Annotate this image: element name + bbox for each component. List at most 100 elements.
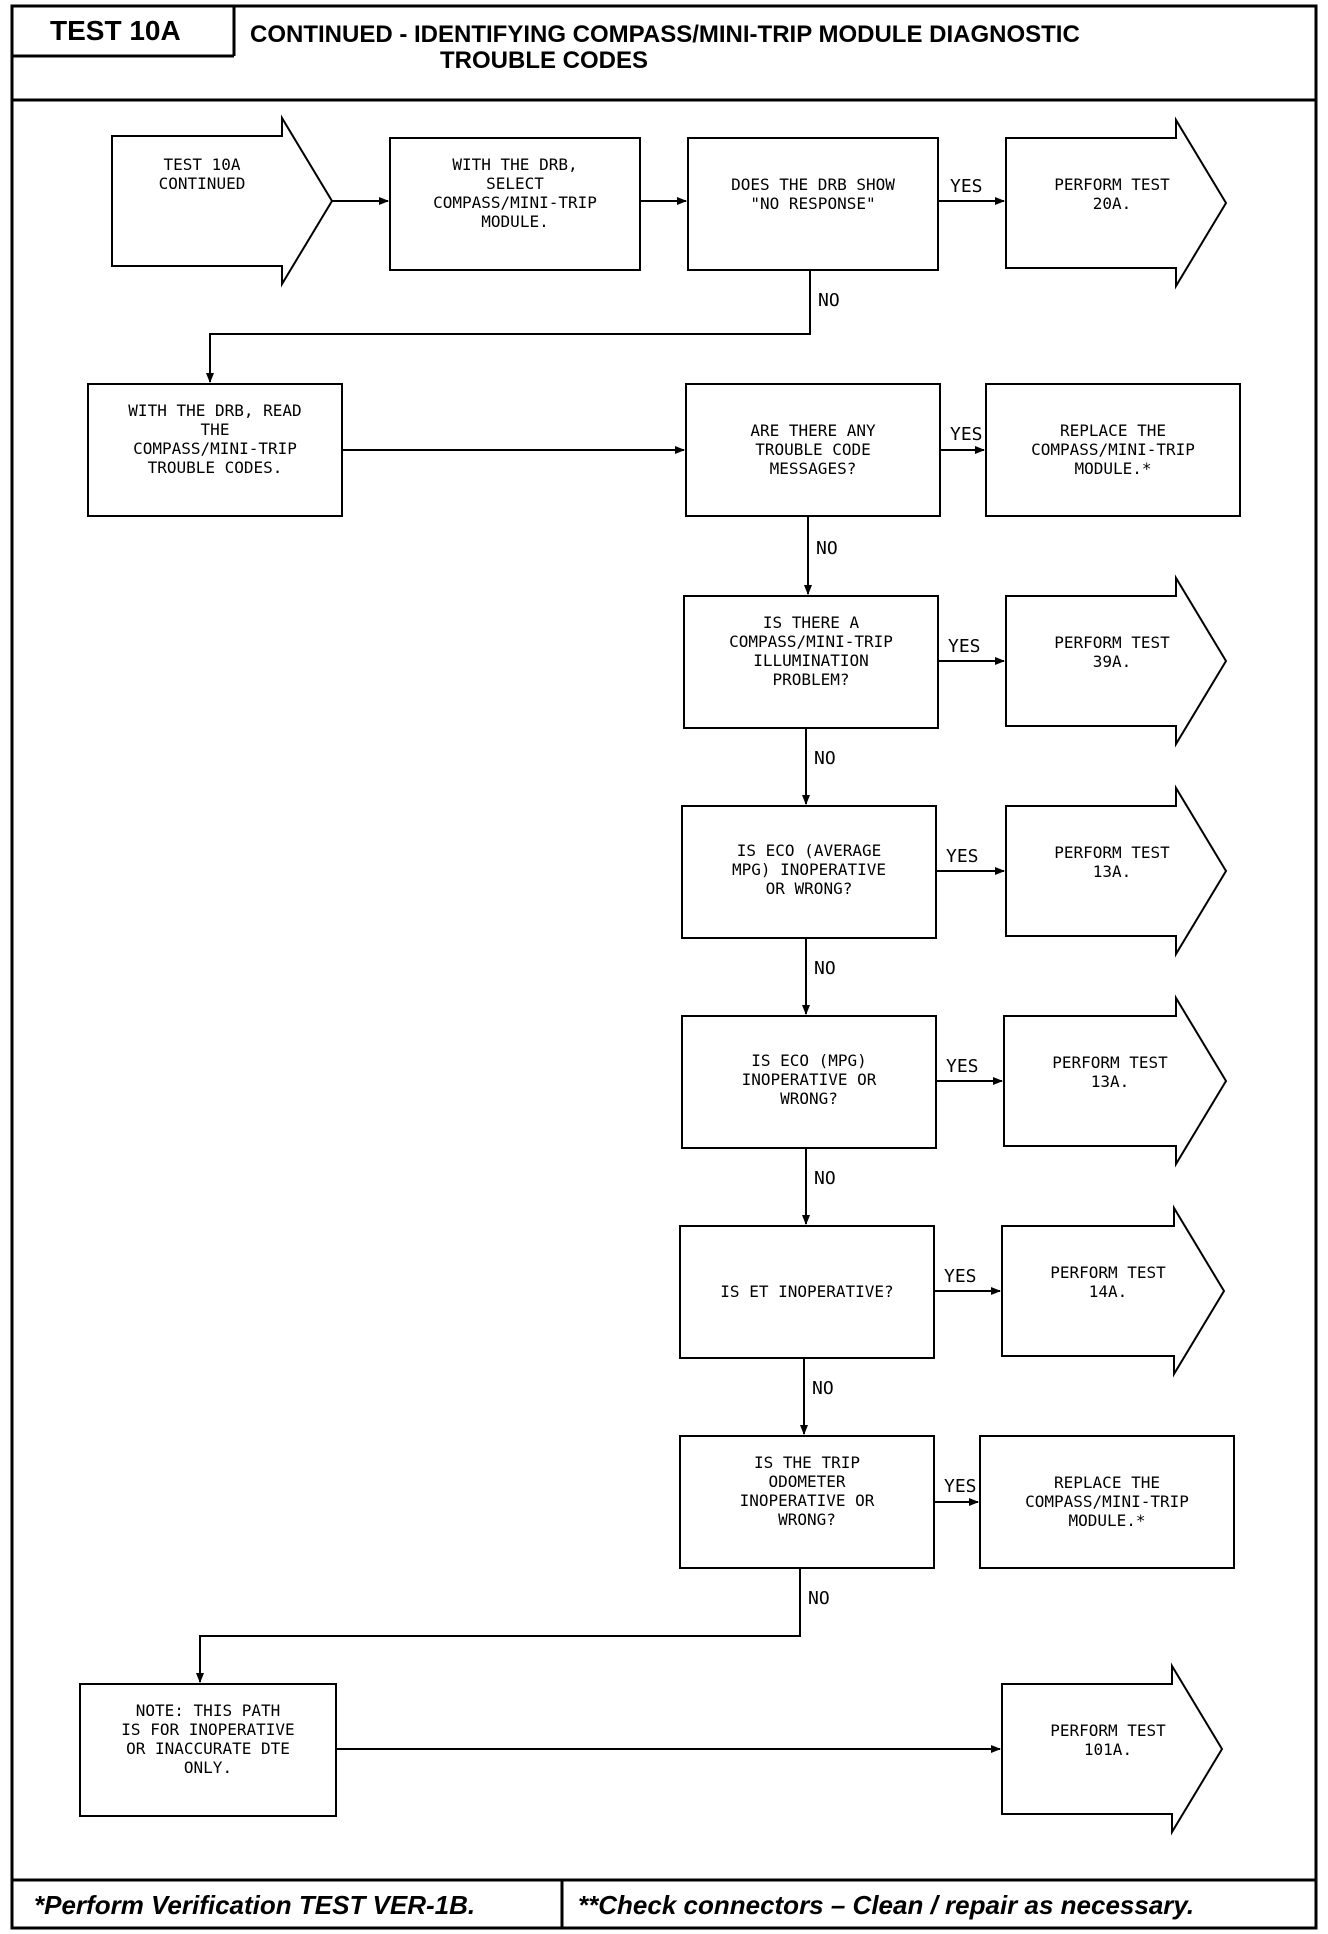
replace-module-box-1 — [985, 383, 1241, 517]
header-title-line1: CONTINUED - IDENTIFYING COMPASS/MINI-TRI… — [250, 21, 1080, 48]
footer-right-note: **Check connectors – Clean / repair as n… — [578, 1890, 1194, 1920]
r-13a-1-line-2: 13A. — [1093, 862, 1132, 881]
et-question-box — [679, 1225, 935, 1359]
q-trip-line-2: ODOMETER — [768, 1472, 845, 1491]
page-frame — [10, 4, 1318, 1930]
note-line-2: IS FOR INOPERATIVE — [121, 1720, 294, 1739]
q-trouble-line-3: MESSAGES? — [770, 459, 857, 478]
r-13a-2-line-1: PERFORM TEST — [1052, 1053, 1168, 1072]
yes-label-3: YES — [948, 636, 981, 657]
no-label-3: NO — [814, 748, 836, 769]
r-replace1-line-2: COMPASS/MINI-TRIP — [1031, 440, 1195, 459]
r-20a-line-1: PERFORM TEST — [1054, 175, 1170, 194]
read-codes-line-3: COMPASS/MINI-TRIP — [133, 439, 297, 458]
trip-odometer-question-box — [679, 1435, 935, 1569]
q-eco-avg-line-1: IS ECO (AVERAGE — [737, 841, 882, 860]
q-illum-line-4: PROBLEM? — [772, 670, 849, 689]
q-et-line-1: IS ET INOPERATIVE? — [720, 1282, 893, 1301]
yes-label-2: YES — [950, 424, 983, 445]
r-replace2-line-3: MODULE.* — [1068, 1511, 1145, 1530]
trouble-codes-question-box — [685, 383, 941, 517]
result-test-13a-arrow-1 — [1005, 784, 1228, 958]
connector-no-to-note — [196, 1568, 801, 1683]
yes-label-5: YES — [946, 1056, 979, 1077]
q-no-response-line-2: "NO RESPONSE" — [750, 194, 875, 213]
r-39a-line-1: PERFORM TEST — [1054, 633, 1170, 652]
yes-label-6: YES — [944, 1266, 977, 1287]
r-13a-1-line-1: PERFORM TEST — [1054, 843, 1170, 862]
q-eco-avg-line-2: MPG) INOPERATIVE — [732, 860, 886, 879]
note-dte-box — [79, 1683, 337, 1817]
q-trip-line-1: IS THE TRIP — [754, 1453, 860, 1472]
et-question-text: IS ET INOPERATIVE? — [720, 1282, 893, 1301]
select-module-box — [389, 137, 641, 271]
read-codes-line-2: THE — [201, 420, 230, 439]
no-label-7: NO — [808, 1588, 830, 1609]
result-test-13a-arrow-2 — [1003, 994, 1228, 1168]
r-101a-line-1: PERFORM TEST — [1050, 1721, 1166, 1740]
illumination-question-box — [683, 595, 939, 729]
no-label-2: NO — [816, 538, 838, 559]
result-test-39a-arrow — [1005, 574, 1228, 748]
r-replace2-line-2: COMPASS/MINI-TRIP — [1025, 1492, 1189, 1511]
result-test-14a-arrow — [1001, 1204, 1226, 1378]
result-test-101a-arrow — [1001, 1662, 1224, 1836]
r-14a-line-1: PERFORM TEST — [1050, 1263, 1166, 1282]
select-line-2: SELECT — [486, 174, 544, 193]
select-line-1: WITH THE DRB, — [452, 155, 577, 174]
read-codes-line-4: TROUBLE CODES. — [148, 458, 283, 477]
result-test-20a-arrow — [1005, 116, 1228, 290]
r-replace1-line-3: MODULE.* — [1074, 459, 1151, 478]
q-trouble-line-1: ARE THERE ANY — [750, 421, 876, 440]
connector-no-to-read-codes — [206, 270, 811, 383]
r-replace1-line-1: REPLACE THE — [1060, 421, 1166, 440]
no-label-6: NO — [812, 1378, 834, 1399]
no-label-1: NO — [818, 290, 840, 311]
no-response-question-text: DOES THE DRB SHOW"NO RESPONSE" — [731, 175, 895, 213]
q-illum-line-2: COMPASS/MINI-TRIP — [729, 632, 893, 651]
r-13a-2-line-2: 13A. — [1091, 1072, 1130, 1091]
start-line-2: CONTINUED — [159, 174, 246, 193]
footer-left-note: *Perform Verification TEST VER-1B. — [34, 1890, 475, 1920]
read-codes-box — [87, 383, 343, 517]
test-id: TEST 10A — [50, 15, 181, 46]
q-eco-mpg-line-2: INOPERATIVE OR — [742, 1070, 877, 1089]
no-response-question-box — [687, 137, 939, 271]
note-line-3: OR INACCURATE DTE — [126, 1739, 290, 1758]
no-label-4: NO — [814, 958, 836, 979]
q-trip-line-3: INOPERATIVE OR — [740, 1491, 875, 1510]
q-trouble-line-2: TROUBLE CODE — [755, 440, 871, 459]
read-codes-line-1: WITH THE DRB, READ — [128, 401, 301, 420]
note-line-1: NOTE: THIS PATH — [136, 1701, 281, 1720]
q-illum-line-3: ILLUMINATION — [753, 651, 869, 670]
replace-module-box-2 — [979, 1435, 1235, 1569]
q-trip-line-4: WRONG? — [778, 1510, 836, 1529]
q-eco-mpg-line-1: IS ECO (MPG) — [751, 1051, 867, 1070]
yes-label-4: YES — [946, 846, 979, 867]
r-39a-line-2: 39A. — [1093, 652, 1132, 671]
no-label-5: NO — [814, 1168, 836, 1189]
select-line-4: MODULE. — [481, 212, 548, 231]
q-eco-avg-line-3: OR WRONG? — [766, 879, 853, 898]
select-line-3: COMPASS/MINI-TRIP — [433, 193, 597, 212]
header-title-line2: TROUBLE CODES — [440, 47, 648, 74]
yes-label-7: YES — [944, 1476, 977, 1497]
yes-label-1: YES — [950, 176, 983, 197]
